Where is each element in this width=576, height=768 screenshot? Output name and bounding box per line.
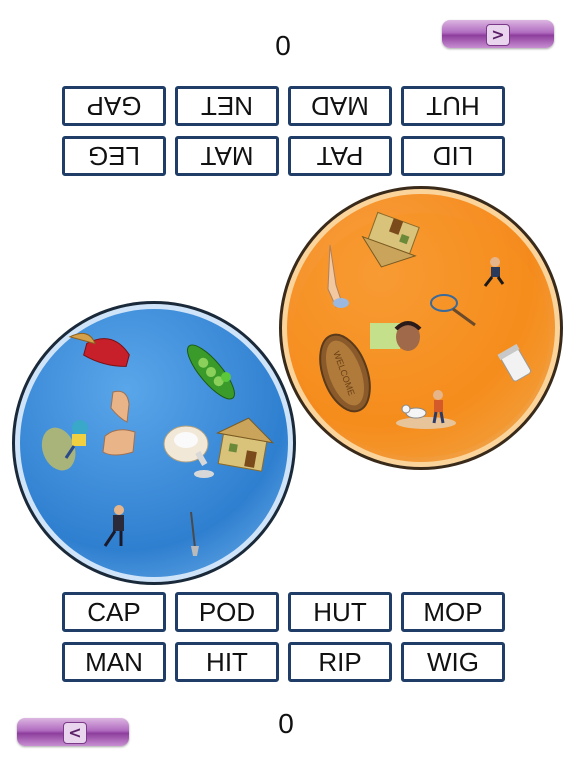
lid-icon[interactable]: [497, 343, 532, 383]
chevron-right-icon: >: [486, 24, 510, 46]
chevron-left-icon: <: [63, 722, 87, 744]
bottom-word-grid: CAP POD HUT MOP MAN HIT RIP WIG: [62, 592, 505, 682]
word-card[interactable]: MAN: [62, 642, 166, 682]
word-card[interactable]: HUT: [401, 86, 505, 126]
word-card[interactable]: LID: [401, 136, 505, 176]
net-icon[interactable]: [190, 511, 199, 556]
pod-icon[interactable]: [181, 339, 242, 405]
word-card[interactable]: GAP: [62, 86, 166, 126]
mat-icon[interactable]: WELCOME: [311, 328, 380, 418]
word-card[interactable]: HUT: [288, 592, 392, 632]
wig-icon[interactable]: [370, 321, 422, 351]
man-icon[interactable]: [483, 257, 505, 287]
word-card[interactable]: CAP: [62, 592, 166, 632]
blue-picture-plate: [11, 300, 297, 586]
word-card[interactable]: MAT: [175, 136, 279, 176]
word-card[interactable]: PAT: [288, 136, 392, 176]
hut-icon[interactable]: [355, 210, 425, 276]
word-card[interactable]: NET: [175, 86, 279, 126]
word-card[interactable]: LEG: [62, 136, 166, 176]
pat-hand-icon[interactable]: [102, 390, 136, 456]
previous-button[interactable]: <: [17, 718, 129, 746]
word-card[interactable]: WIG: [401, 642, 505, 682]
mad-icon[interactable]: [103, 505, 124, 547]
word-card[interactable]: MAD: [288, 86, 392, 126]
hut-icon[interactable]: [212, 413, 276, 472]
pat-icon[interactable]: [396, 390, 456, 429]
gap-icon[interactable]: [36, 420, 88, 475]
orange-picture-plate: WELCOME: [278, 185, 564, 471]
top-score: 0: [275, 30, 291, 61]
mop-icon[interactable]: [163, 425, 214, 478]
word-card[interactable]: HIT: [175, 642, 279, 682]
net-icon[interactable]: [430, 294, 476, 327]
bottom-score: 0: [278, 708, 294, 739]
next-button[interactable]: >: [442, 20, 554, 48]
word-card[interactable]: POD: [175, 592, 279, 632]
cap-icon[interactable]: [66, 329, 132, 369]
top-word-grid: LID PAT MAT LEG HUT MAD NET GAP: [62, 86, 505, 176]
word-card[interactable]: RIP: [288, 642, 392, 682]
word-card[interactable]: MOP: [401, 592, 505, 632]
leg-icon[interactable]: [327, 244, 349, 308]
